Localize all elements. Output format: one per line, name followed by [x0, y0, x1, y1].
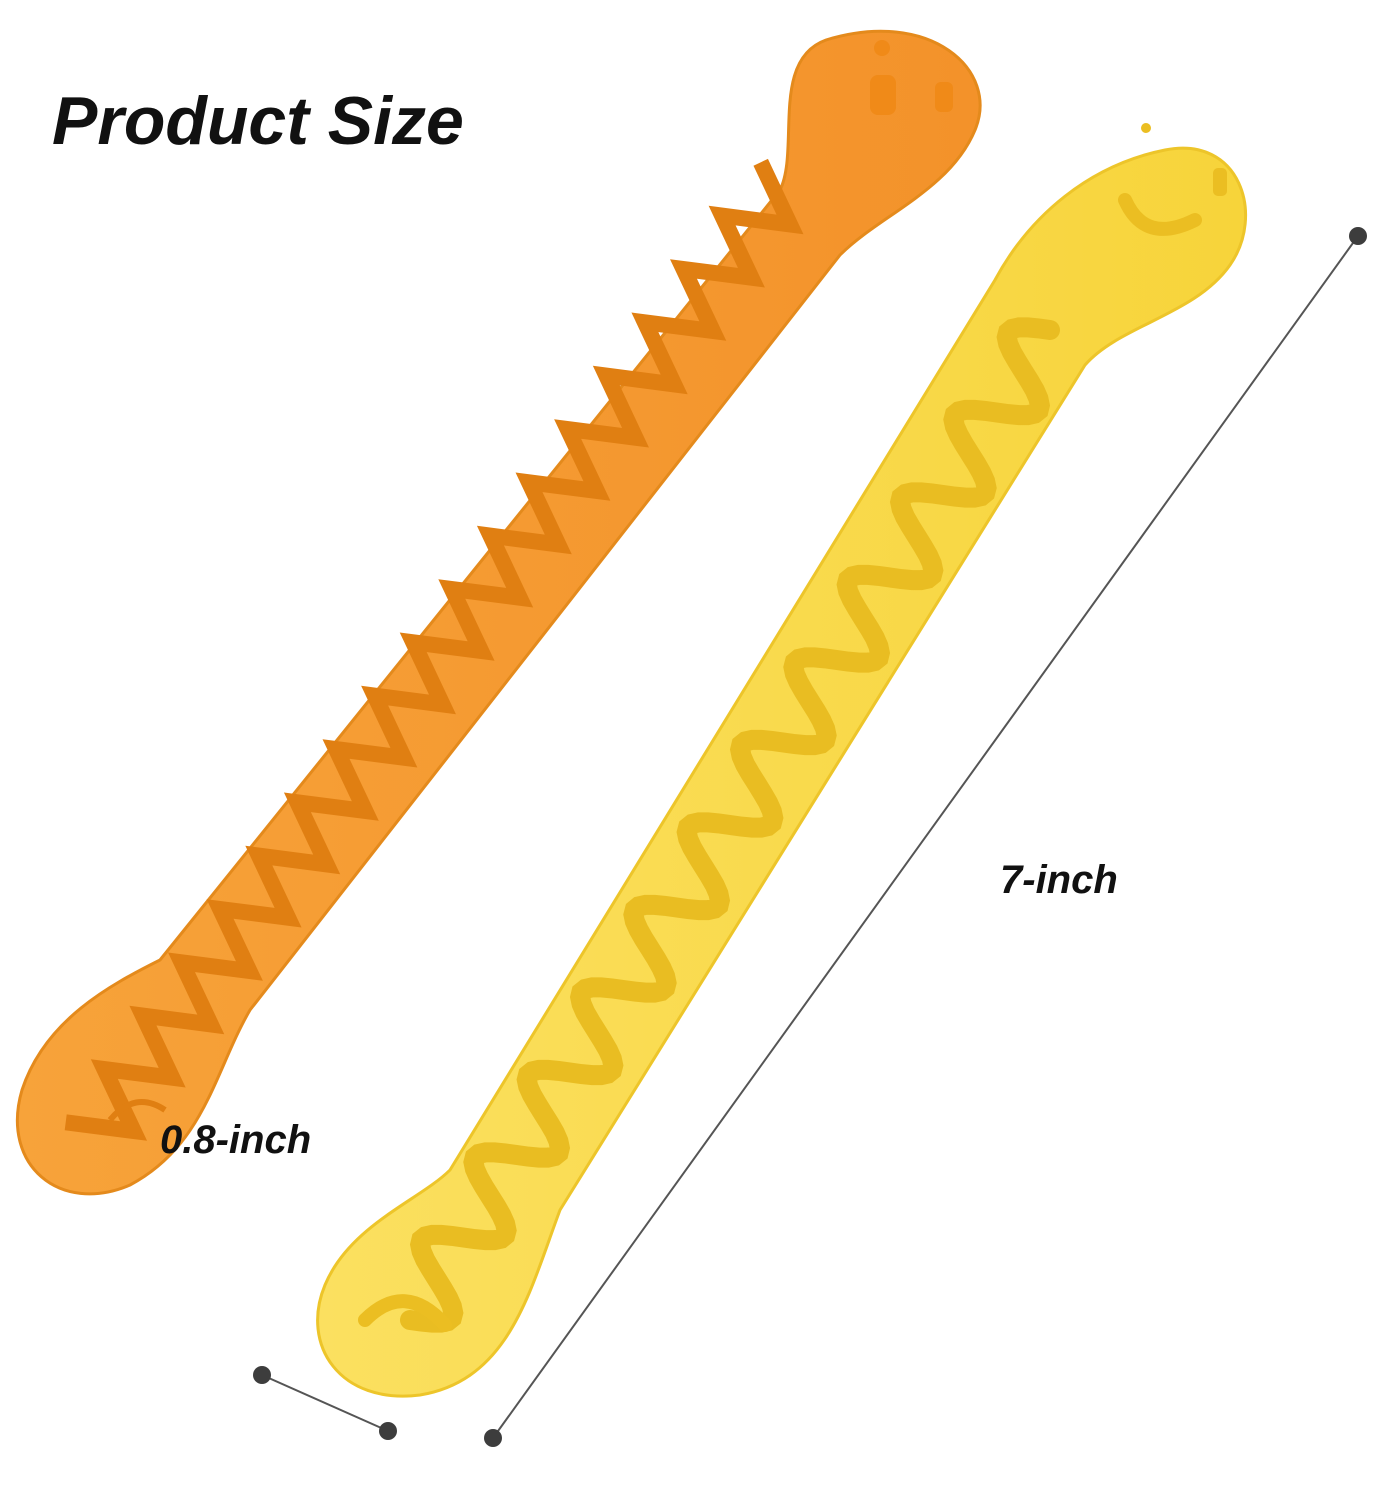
length-measure-dot	[484, 1429, 502, 1447]
wave-cutter	[316, 123, 1247, 1398]
width-measure	[253, 1366, 397, 1440]
wave-teeth	[400, 317, 1060, 1333]
yellow-pin	[1213, 168, 1227, 196]
length-measure-line	[492, 235, 1359, 1439]
orange-pin	[935, 82, 953, 112]
wave-blade	[400, 317, 1060, 1333]
yellow-hook	[358, 1294, 452, 1332]
orange-pin	[874, 40, 890, 56]
yellow-hook	[1118, 193, 1202, 236]
length-measure	[484, 227, 1367, 1447]
yellow-pin	[1141, 123, 1151, 133]
wave-cutter-body	[316, 146, 1247, 1398]
zigzag-teeth	[64, 158, 804, 1141]
length-label: 7-inch	[1000, 858, 1118, 902]
width-measure-dot	[379, 1422, 397, 1440]
orange-hook	[107, 1099, 167, 1122]
orange-pin	[870, 75, 896, 115]
width-measure-dot	[253, 1366, 271, 1384]
zigzag-blade	[64, 158, 804, 1141]
width-measure-line	[261, 1374, 389, 1432]
page-title: Product Size	[52, 83, 464, 159]
width-label: 0.8-inch	[160, 1118, 312, 1162]
length-measure-dot	[1349, 227, 1367, 245]
zigzag-cutter-body	[15, 29, 982, 1196]
zigzag-cutter	[15, 29, 982, 1196]
